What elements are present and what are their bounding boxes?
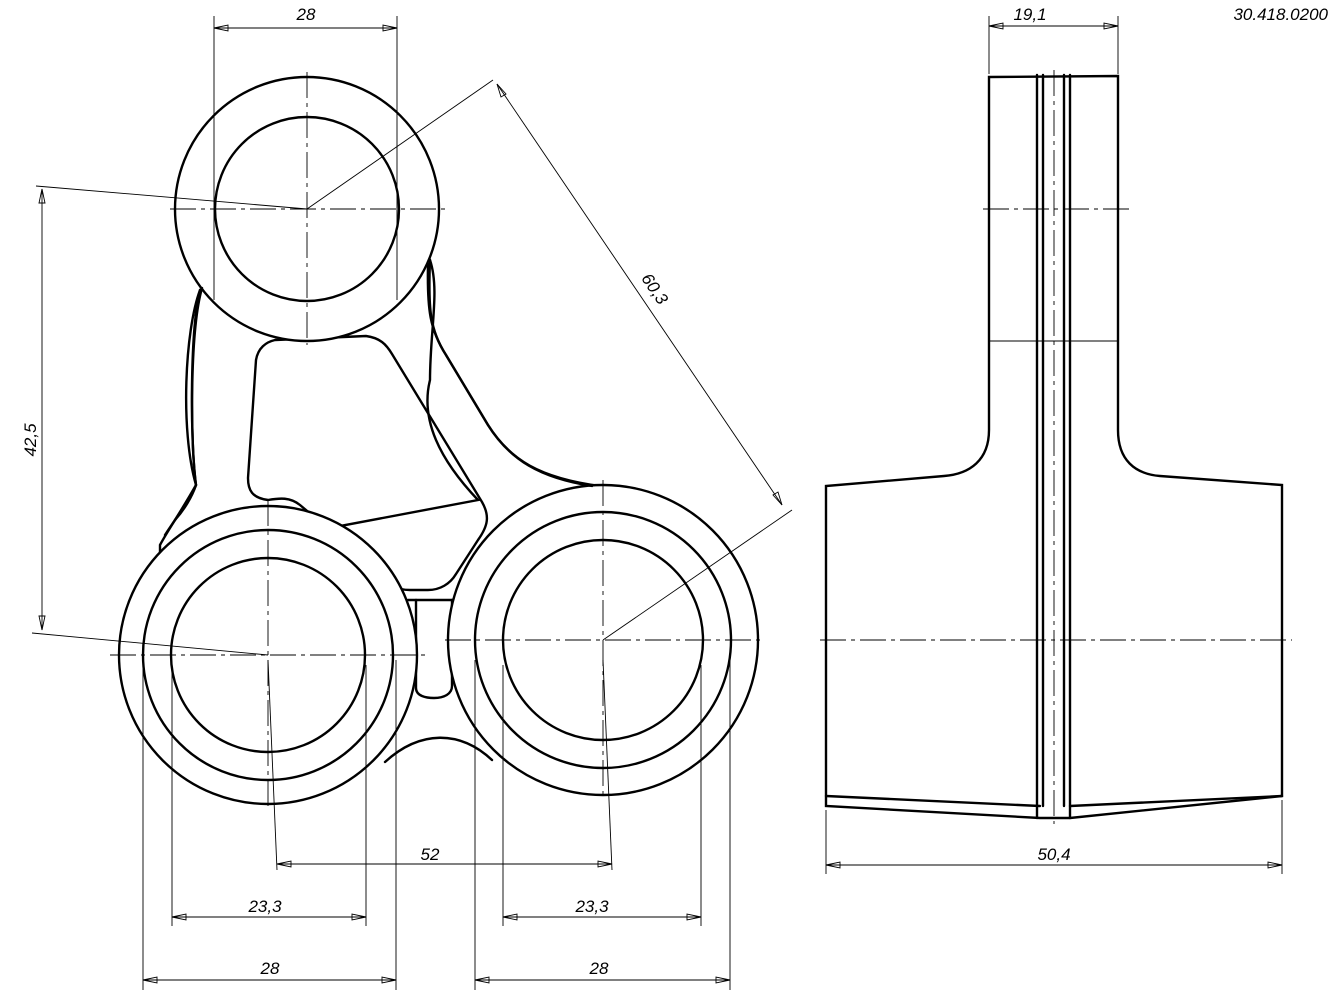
dim-diagonal-distance: 60,3 [637, 270, 672, 309]
dim-top-bore-width: 28 [296, 5, 316, 24]
dim-horizontal-distance: 52 [421, 845, 440, 864]
side-view-bottom-edge-left [824, 794, 1042, 808]
side-view [820, 70, 1292, 824]
dim-vertical-distance: 42,5 [21, 423, 40, 457]
front-view [110, 72, 762, 810]
dim-left-inner-bore: 23,3 [247, 897, 282, 916]
front-view-right-arm [428, 258, 602, 488]
front-view-slot [414, 598, 454, 700]
dim-side-top-width: 19,1 [1013, 5, 1046, 24]
front-view-right-arm-upper [426, 262, 594, 488]
side-view-bottom-edge-right [1068, 794, 1284, 808]
drawing-number: 30.418.0200 [1233, 5, 1328, 24]
dim-right-bottom-width: 28 [589, 959, 609, 978]
side-view-dimensions: 19,1 50,4 [825, 5, 1283, 874]
dim-side-total-width: 50,4 [1037, 845, 1070, 864]
front-view-left-arm-upper [173, 286, 204, 522]
front-view-bottom-bridge [383, 736, 494, 764]
dim-right-inner-bore: 23,3 [574, 897, 609, 916]
dim-left-bottom-width: 28 [260, 959, 280, 978]
